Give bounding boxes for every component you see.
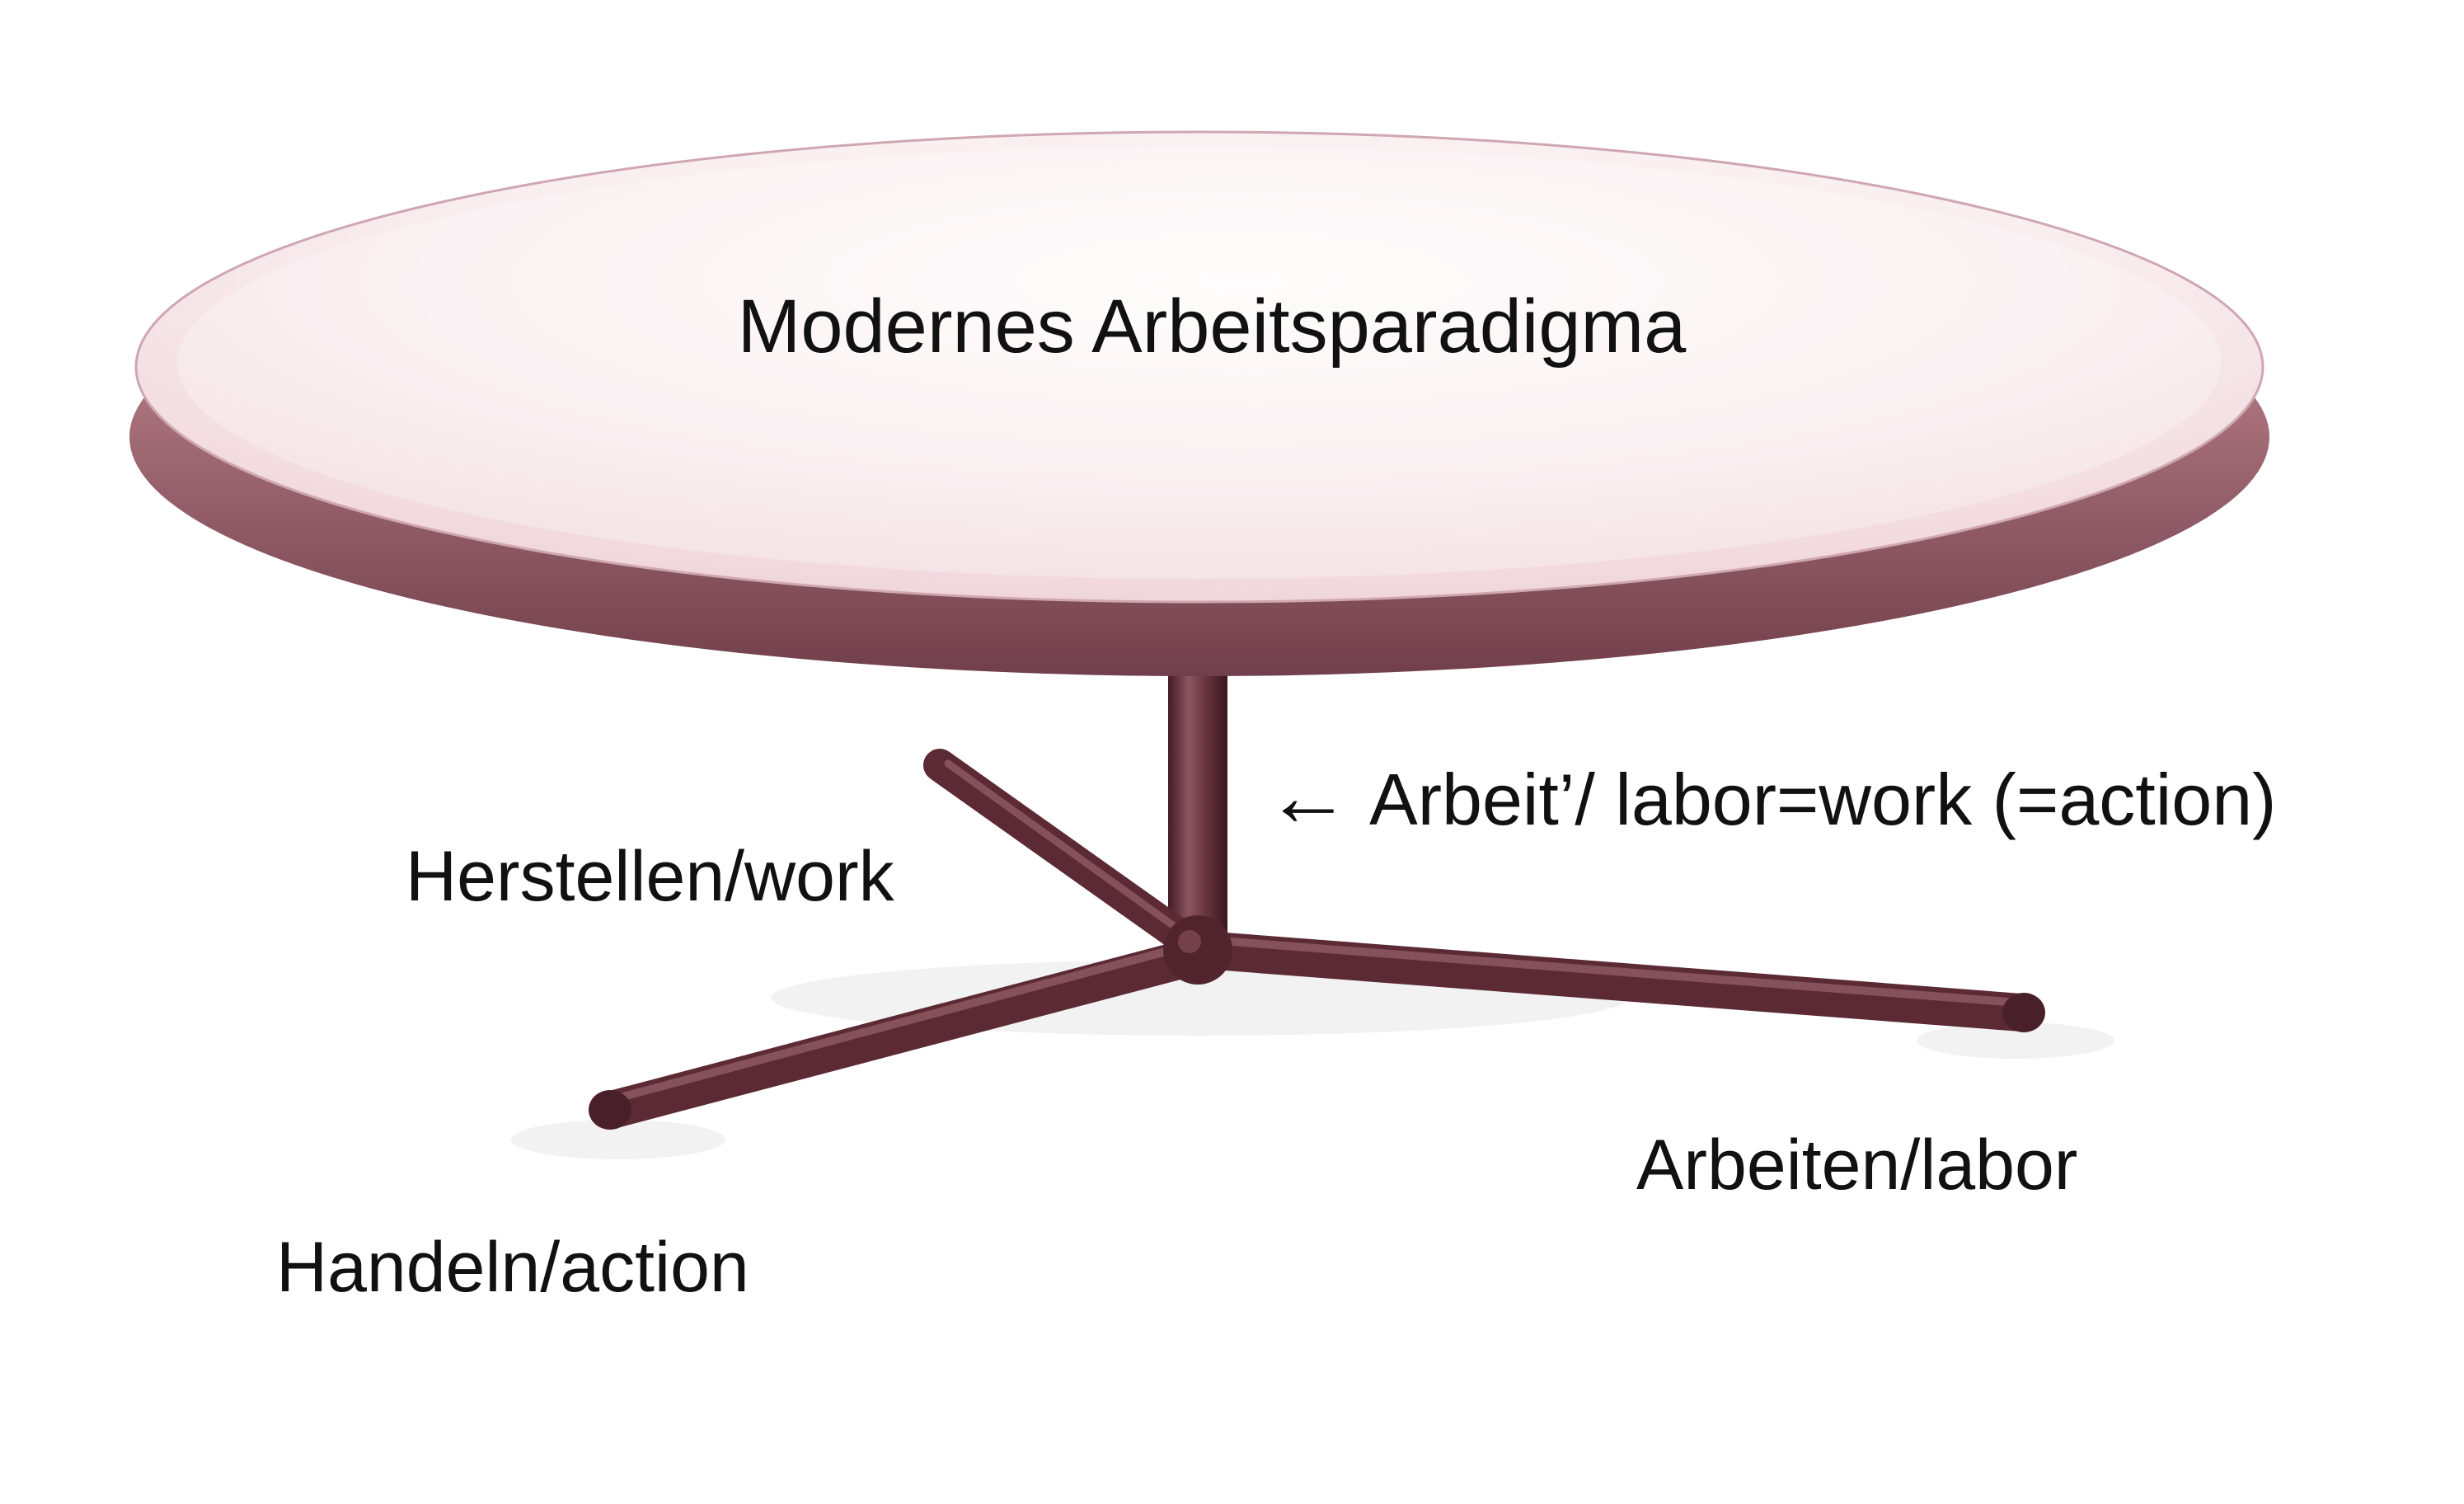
left-arrow-icon: ← <box>1265 749 1351 844</box>
label-arbeiten-labor: Arbeiten/labor <box>1636 1126 2078 1205</box>
arrow-annotation-text: Arbeit’/ labor=work (=action) <box>1369 758 2277 840</box>
arrow-annotation: ← Arbeit’/ labor=work (=action) <box>1265 749 2277 844</box>
tabletop-surface <box>134 130 2265 604</box>
label-handeln-action: Handeln/action <box>276 1228 749 1307</box>
table-column <box>1168 594 1227 965</box>
table-legs <box>589 749 2045 1130</box>
diagram-title: Modernes Arbeitsparadigma <box>737 284 1687 369</box>
label-herstellen-work: Herstellen/work <box>406 837 894 916</box>
